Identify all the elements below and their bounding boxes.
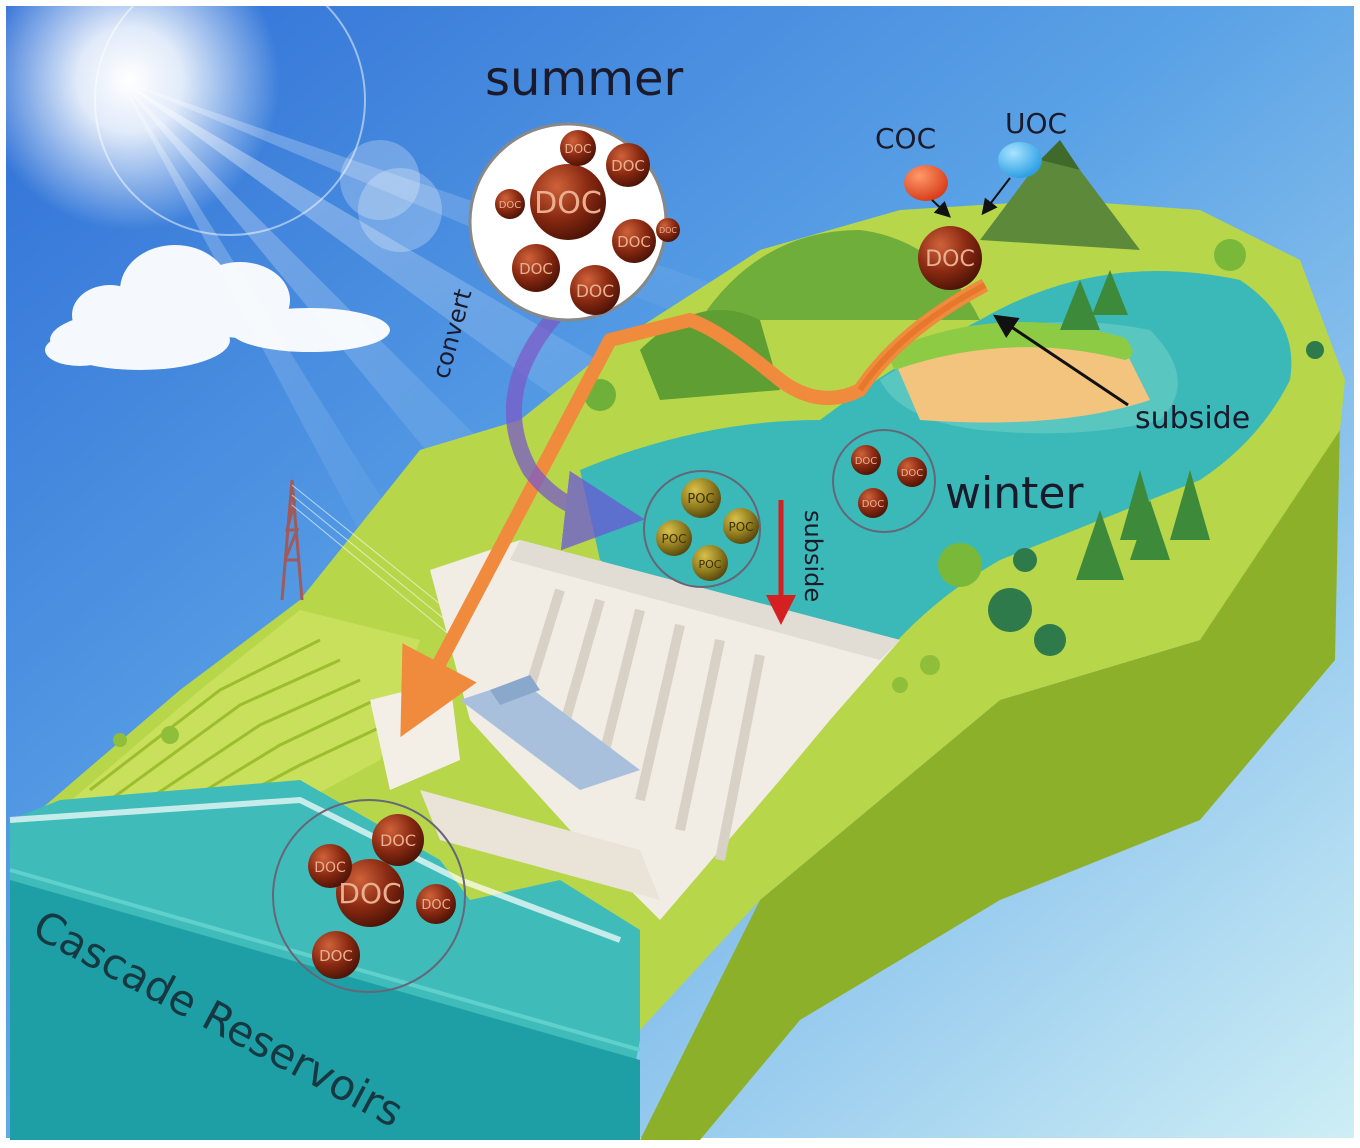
doc-label: DOC [855, 456, 878, 467]
subside-vertical: subside [766, 500, 827, 625]
uoc-label: UOC [1005, 107, 1067, 140]
poc-label: POC [699, 558, 722, 571]
transmission-tower-icon [280, 479, 304, 601]
round-trees-icon [113, 239, 1324, 747]
subside-vertical-label: subside [799, 510, 827, 602]
doc-label: DOC [659, 226, 677, 235]
doc-label: DOC [576, 282, 614, 302]
doc-label: DOC [319, 947, 353, 965]
doc-label: DOC [925, 247, 975, 272]
winter-doc-cluster: DOC DOC DOC [832, 429, 936, 533]
summer-doc-cluster: DOC DOC DOC DOC DOC DOC DOC DOC [468, 122, 680, 322]
doc-label: DOC [519, 260, 553, 278]
coc-uoc-inputs: COC UOC DOC [875, 107, 1067, 290]
poc-label: POC [687, 492, 714, 507]
poc-cluster: POC POC POC POC [643, 470, 761, 588]
doc-flow-arrow [400, 278, 989, 738]
doc-label: DOC [611, 157, 645, 175]
doc-label: DOC [338, 877, 401, 910]
lower-doc-cluster: DOC DOC DOC DOC DOC [272, 799, 466, 993]
doc-label: DOC [901, 468, 924, 479]
doc-label: DOC [564, 142, 591, 156]
winter-label: winter [945, 468, 1084, 519]
poc-label: POC [661, 532, 686, 546]
doc-label: DOC [314, 860, 346, 876]
pine-trees-icon [1060, 270, 1210, 580]
coc-label: COC [875, 122, 936, 155]
doc-label: DOC [499, 200, 522, 211]
poc-label: POC [728, 520, 753, 534]
doc-label: DOC [862, 499, 885, 510]
dam-structure [370, 540, 900, 920]
doc-label: DOC [534, 186, 602, 221]
cloud-icon [45, 245, 390, 370]
doc-particle [918, 226, 982, 290]
doc-label: DOC [380, 831, 416, 850]
subside-right-label: subside [1135, 401, 1250, 436]
summer-label: summer [485, 51, 683, 107]
doc-label: DOC [421, 898, 450, 913]
doc-label: DOC [617, 233, 651, 251]
convert-arrow [505, 279, 645, 551]
coc-particle [904, 165, 948, 201]
subside-right: subside [993, 314, 1250, 436]
uoc-particle [998, 142, 1042, 178]
